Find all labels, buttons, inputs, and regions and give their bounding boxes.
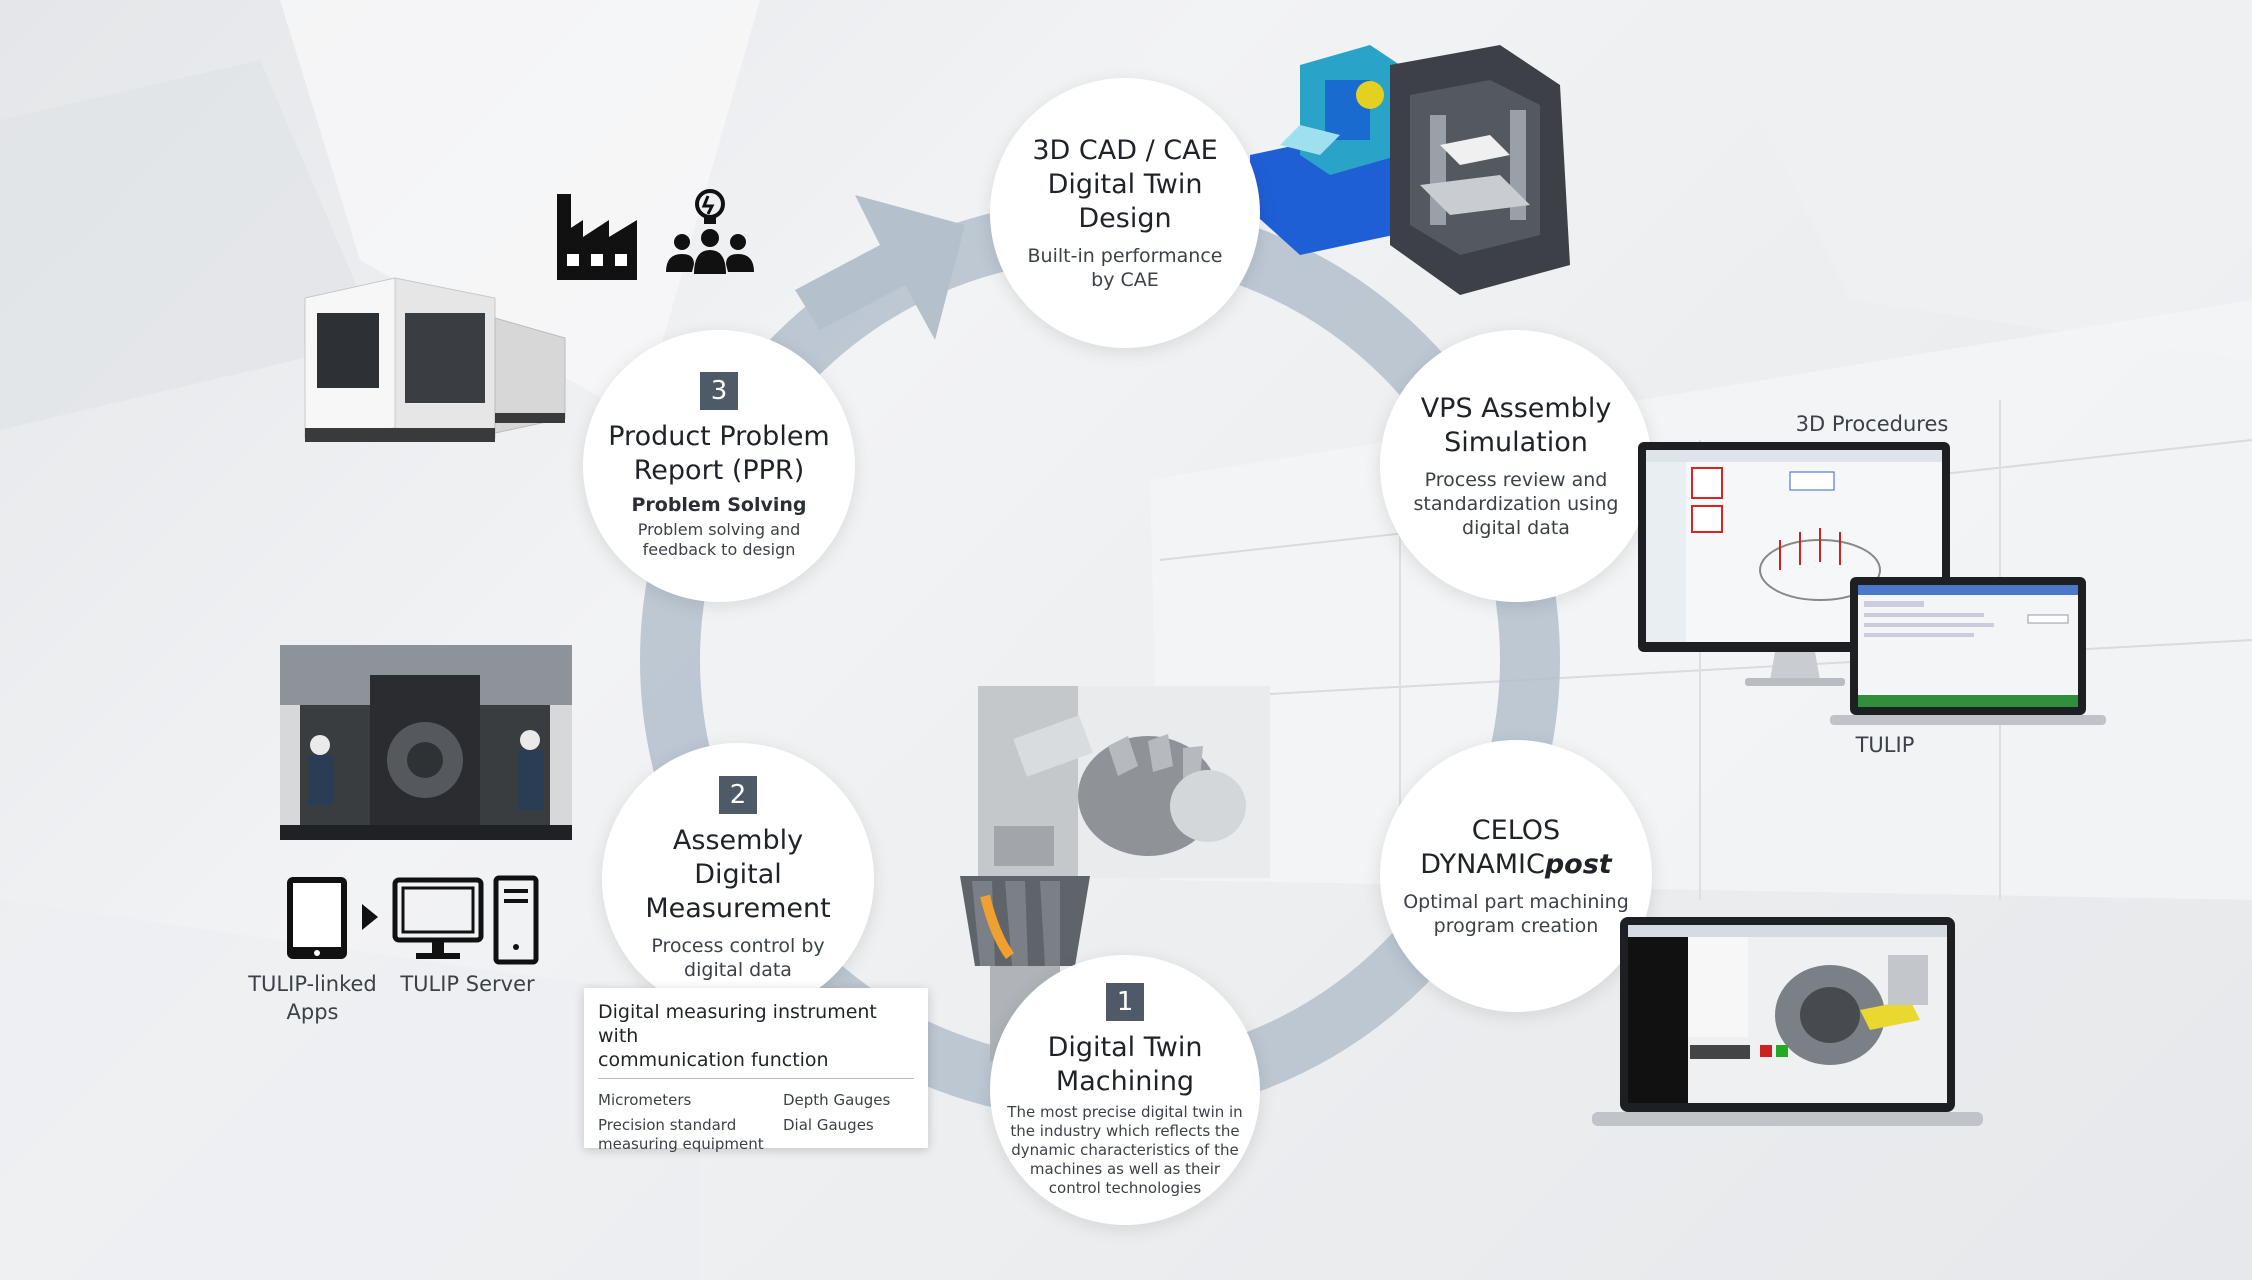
machine-tool-image xyxy=(295,258,585,453)
design-circle: 3D CAD / CAE Digital Twin Design Built-i… xyxy=(990,78,1260,348)
celos-laptop-image xyxy=(1590,915,1985,1130)
vps-title: VPS Assembly Simulation xyxy=(1420,393,1612,458)
machining-subtitle: The most precise digital twin in the ind… xyxy=(1007,1102,1243,1197)
arrow-right-icon xyxy=(362,904,378,934)
factory-icon xyxy=(553,192,641,286)
gear-cad-image xyxy=(978,686,1270,878)
ppr-circle: 3 Product Problem Report (PPR) Problem S… xyxy=(583,330,855,602)
design-title: 3D CAD / CAE Digital Twin Design xyxy=(1032,135,1218,234)
measuring-panel-divider xyxy=(598,1078,914,1079)
celos-title-main: DYNAMIC xyxy=(1420,849,1545,880)
ppr-bold-label: Problem Solving xyxy=(631,494,807,516)
machining-title: Digital Twin Machining xyxy=(1047,1031,1203,1097)
measuring-instrument-panel: Digital measuring instrument with commun… xyxy=(584,988,928,1153)
design-subtitle: Built-in performance by CAE xyxy=(1027,245,1223,291)
measuring-panel-title: Digital measuring instrument with commun… xyxy=(598,1001,877,1071)
vps-subtitle: Process review and standardization using… xyxy=(1413,469,1619,539)
measuring-item: Micrometers xyxy=(598,1091,692,1109)
celos-title-line2: DYNAMICpost xyxy=(1420,848,1611,882)
cad-model-image xyxy=(1240,25,1580,305)
tulip-laptop-image xyxy=(1828,575,2108,730)
vps-circle: VPS Assembly Simulation Process review a… xyxy=(1380,330,1652,602)
assembly-title: Assembly Digital Measurement xyxy=(645,825,831,924)
server-tower-icon xyxy=(493,875,539,969)
machining-step-badge: 1 xyxy=(1106,982,1144,1021)
tulip-label: TULIP xyxy=(1855,733,1915,757)
tulip-server-label: TULIP Server xyxy=(400,972,535,996)
celos-title-italic: post xyxy=(1544,849,1612,880)
tulip-apps-label: TULIP-linked Apps xyxy=(248,972,377,1024)
ppr-title: Product Problem Report (PPR) xyxy=(608,421,830,486)
team-idea-icon xyxy=(662,184,758,284)
celos-title-line1: CELOS xyxy=(1471,815,1561,846)
assembly-circle: 2 Assembly Digital Measurement Process c… xyxy=(602,743,874,1015)
monitor-icon xyxy=(392,877,484,967)
assembly-step-badge: 2 xyxy=(719,776,757,814)
measuring-item: Dial Gauges xyxy=(783,1116,874,1134)
assembly-subtitle: Process control by digital data xyxy=(651,935,825,981)
celos-circle: CELOS DYNAMICpost Optimal part machining… xyxy=(1380,740,1652,1012)
machining-circle: 1 Digital Twin Machining The most precis… xyxy=(990,955,1260,1225)
ppr-step-badge: 3 xyxy=(700,372,738,410)
assembly-workers-photo xyxy=(280,645,572,840)
procedures-label: 3D Procedures xyxy=(1795,412,1949,436)
tablet-icon xyxy=(285,875,349,965)
celos-subtitle: Optimal part machining program creation xyxy=(1403,891,1629,937)
measuring-items-grid: Micrometers Depth Gauges Precision stand… xyxy=(584,1079,928,1166)
measuring-item: Precision standard measuring equipment xyxy=(598,1116,764,1153)
measuring-item: Depth Gauges xyxy=(783,1091,891,1109)
cycle-arrow-head xyxy=(795,195,965,340)
ppr-subtitle: Problem solving and feedback to design xyxy=(637,520,801,559)
